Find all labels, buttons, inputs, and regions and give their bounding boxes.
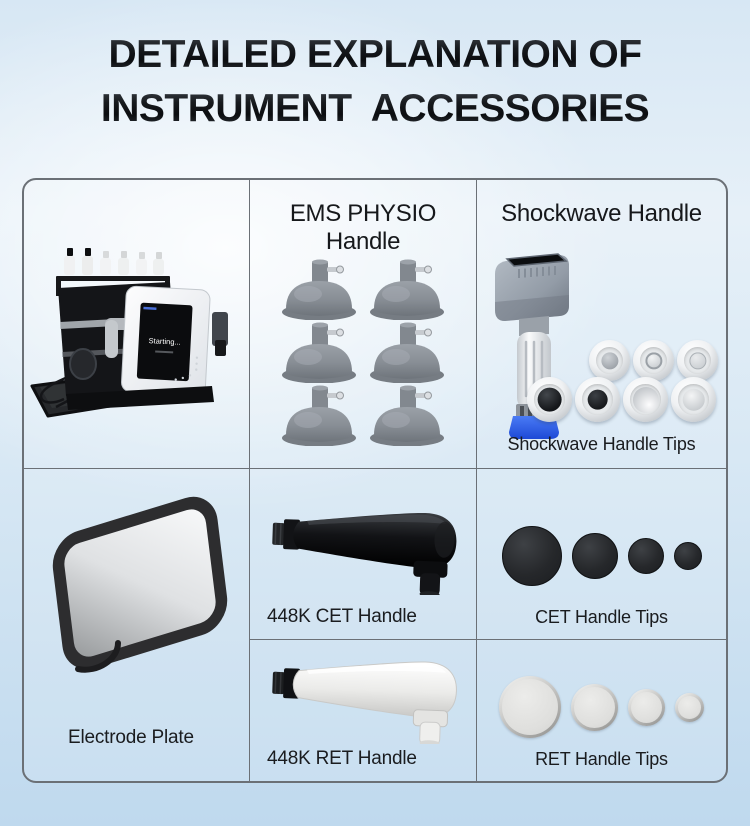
cell-cet-tips: CET Handle Tips (477, 469, 726, 640)
suction-cup-image (369, 322, 445, 383)
ret-tip-image (499, 676, 561, 738)
cet-handle-image (272, 513, 457, 595)
suction-cup-image (281, 385, 357, 446)
shockwave-tip-image (677, 340, 718, 381)
cet-tips-group (477, 518, 726, 594)
cet-tip-image (501, 526, 562, 586)
cell-machine: Starting... (24, 180, 250, 469)
cell-cet-handle: 448K CET Handle (250, 469, 477, 640)
electrode-plate-image (52, 496, 228, 673)
machine-screen-text: Starting... (148, 336, 181, 347)
ret-tip-image (571, 683, 618, 731)
therapy-machine-image: Starting... (30, 248, 228, 418)
shockwave-tip-image (623, 377, 668, 422)
ret-handle-image (272, 661, 457, 744)
page-title: DETAILED EXPLANATION OF INSTRUMENT ACCES… (0, 28, 750, 136)
shockwave-tips-row-2 (527, 377, 716, 422)
cet-handle-label: 448K CET Handle (267, 606, 417, 627)
shockwave-tip-image (633, 340, 674, 381)
cell-shockwave: Shockwave Handle (477, 180, 726, 469)
cell-ret-tips: RET Handle Tips (477, 640, 726, 781)
cell-ret-handle: 448K RET Handle (250, 640, 477, 781)
page-title-line-2: INSTRUMENT ACCESSORIES (0, 82, 750, 136)
suction-cup-image (281, 322, 357, 383)
suction-cup-image (369, 259, 445, 320)
ret-tip-image (675, 692, 704, 722)
ret-tips-group (477, 672, 726, 742)
ems-cups-grid (278, 258, 448, 446)
ret-tip-image (628, 688, 665, 726)
shockwave-tip-image (671, 377, 716, 422)
cet-tip-image (571, 533, 618, 579)
bottles (64, 248, 164, 275)
electrode-plate-label: Electrode Plate (68, 727, 194, 748)
cet-tip-image (673, 542, 702, 570)
suction-cup-image (369, 385, 445, 446)
shockwave-tip-image (527, 377, 572, 422)
shockwave-tips-group (527, 340, 718, 422)
cell-electrode-plate: Electrode Plate (24, 469, 250, 781)
shockwave-tips-row-1 (589, 340, 718, 381)
cet-tips-label: CET Handle Tips (535, 607, 668, 627)
cet-tip-image (627, 538, 664, 574)
accessories-table: Starting... EMS PHYSIO Handle (22, 178, 728, 783)
shockwave-heading: Shockwave Handle (501, 200, 702, 227)
page-title-line-1: DETAILED EXPLANATION OF (0, 28, 750, 82)
cell-ems-physio: EMS PHYSIO Handle (250, 180, 477, 469)
shockwave-tip-image (575, 377, 620, 422)
shockwave-tip-image (589, 340, 630, 381)
ret-tips-label: RET Handle Tips (535, 749, 668, 769)
shockwave-tips-label: Shockwave Handle Tips (507, 434, 696, 454)
suction-cup-image (281, 259, 357, 320)
ems-physio-heading: EMS PHYSIO Handle (289, 200, 437, 255)
ret-handle-label: 448K RET Handle (267, 748, 417, 769)
